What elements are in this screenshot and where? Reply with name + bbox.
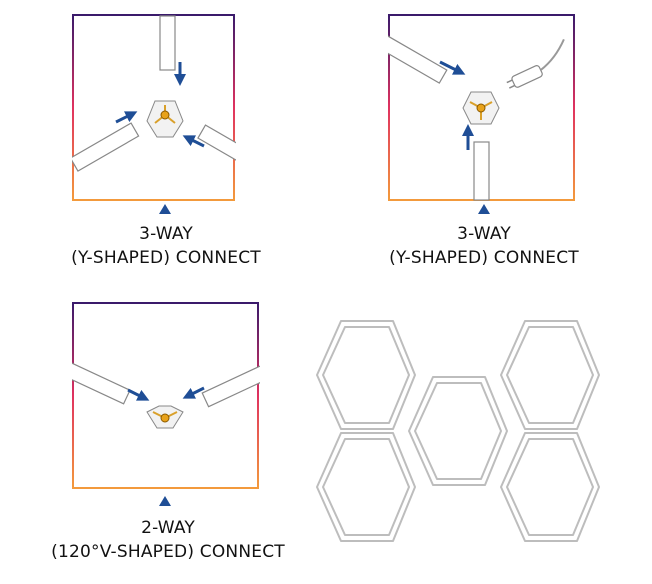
panel-3way-y-1-frame (72, 14, 236, 201)
v-connector (146, 405, 184, 429)
light-bar-bottom (473, 141, 490, 201)
pointer-triangle-3 (159, 496, 171, 506)
hexagon-1 (316, 320, 416, 430)
hexagon-light-cluster (316, 320, 600, 542)
y-connector (146, 100, 184, 138)
arrow-up-right (115, 111, 138, 124)
caption-panel-2: 3-WAY (Y-SHAPED) CONNECT (356, 222, 612, 270)
pointer-triangle-2 (478, 204, 490, 214)
caption-panel-2-line1: 3-WAY (457, 224, 511, 244)
hexagon-3 (408, 376, 508, 486)
arrow-down-right (127, 388, 150, 401)
arrow-up-left (182, 135, 205, 148)
pointer-triangle-1 (159, 204, 171, 214)
light-bar-top (159, 15, 176, 71)
caption-panel-3: 2-WAY (120°V-SHAPED) CONNECT (18, 516, 318, 564)
caption-panel-2-line2: (Y-SHAPED) CONNECT (389, 248, 579, 268)
hexagon-5 (500, 432, 600, 542)
power-plug (506, 38, 565, 89)
arrow-down-right (439, 60, 466, 75)
hexagon-4 (316, 432, 416, 542)
y-connector (462, 91, 500, 125)
caption-panel-3-line2: (120°V-SHAPED) CONNECT (51, 542, 285, 562)
caption-panel-1-line1: 3-WAY (139, 224, 193, 244)
panel-3way-y-2-frame (388, 14, 575, 201)
arrow-down-left (182, 386, 205, 399)
panel-2way-v (72, 302, 260, 490)
panel-2way-v-frame (72, 302, 260, 489)
caption-panel-1: 3-WAY (Y-SHAPED) CONNECT (40, 222, 292, 270)
panel-3way-y-1 (72, 14, 236, 202)
caption-panel-1-line2: (Y-SHAPED) CONNECT (71, 248, 261, 268)
caption-panel-3-line1: 2-WAY (141, 518, 195, 538)
hexagon-2 (500, 320, 600, 430)
panel-3way-y-2 (388, 14, 576, 202)
